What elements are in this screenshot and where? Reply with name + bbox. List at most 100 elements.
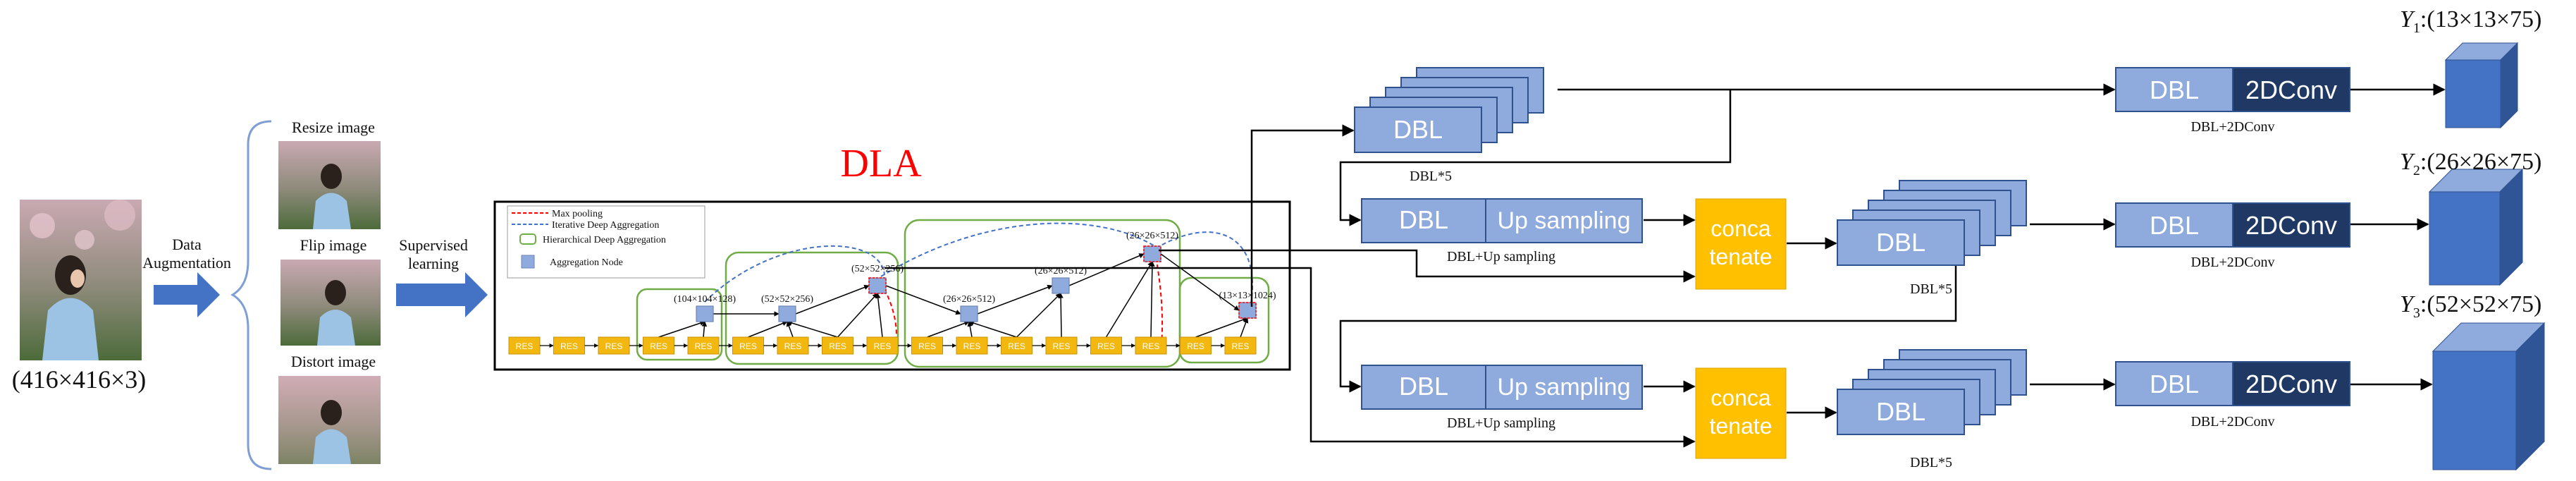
dbl5-caption: DBL*5 — [1910, 455, 1952, 470]
agg-chain-link — [885, 285, 961, 315]
agg-link — [1016, 293, 1061, 338]
res-block: RES — [1180, 336, 1212, 355]
legend-ida: Iterative Deep Aggregation — [552, 220, 659, 231]
dbl-conv-caption: DBL+2DConv — [2190, 119, 2274, 135]
res-block: RES — [1090, 336, 1122, 355]
res-label: RES — [1142, 341, 1160, 351]
aggregation-node-label: (104×104×128) — [674, 294, 736, 305]
output2-dims: :(26×26×75) — [2420, 149, 2541, 175]
dbl-conv-dbl-text: DBL — [2150, 75, 2199, 104]
output-cube-2 — [2428, 168, 2524, 286]
input-size-label: (416×416×3) — [12, 365, 147, 394]
res-block: RES — [732, 336, 764, 355]
res-block: RES — [1045, 336, 1078, 355]
distort-image-thumb — [278, 376, 381, 464]
agg-link — [787, 320, 838, 338]
dbl-conv-conv-text: 2DConv — [2245, 75, 2337, 104]
aggregation-node-label: (52×52×256) — [761, 294, 813, 305]
agg-link — [1105, 261, 1153, 338]
agg-link — [837, 293, 878, 338]
res-label: RES — [1097, 341, 1115, 351]
aggregation-nodes: (104×104×128) (52×52×256) (52×52×256) (26×2… — [674, 231, 1276, 322]
agg-link — [1240, 317, 1249, 338]
dbl-conv-caption: DBL+2DConv — [2190, 414, 2274, 430]
agg-chain-link — [1160, 253, 1240, 311]
concat-block-1: conca tenate — [1695, 198, 1787, 290]
dbl-conv-dbl-text: DBL — [2150, 370, 2199, 398]
output1-name: Y — [2400, 6, 2415, 32]
aggregation-node-label: (13×13×1024) — [1219, 291, 1276, 301]
res-block: RES — [508, 336, 541, 355]
concat1-line2: tenate — [1710, 244, 1773, 269]
aggregation-node: (52×52×256) — [851, 264, 904, 294]
input-photo — [20, 200, 142, 360]
dbl-up1-dbl-text: DBL — [1399, 205, 1448, 234]
output1-sub: 1 — [2413, 20, 2420, 36]
res-label: RES — [1187, 341, 1204, 351]
dla-to-dbl5-top-line — [1250, 124, 1355, 307]
flip-image-thumb — [281, 260, 381, 346]
dbl5-mid-to-up2-line — [1339, 243, 1957, 393]
res-label: RES — [1232, 341, 1250, 351]
res-block: RES — [822, 336, 853, 355]
dla-26-to-concat1-line — [1159, 249, 1696, 283]
dbl-up2-dbl-text: DBL — [1399, 372, 1448, 401]
aggregation-node-label: (26×26×512) — [1126, 231, 1178, 241]
distort-image-label: Distort image — [291, 353, 376, 370]
agg-link — [658, 320, 705, 338]
agg-link — [1150, 261, 1155, 338]
dbl5-top-to-up1-line — [1339, 90, 1732, 226]
aggregation-node: (26×26×512) — [1126, 231, 1178, 262]
legend-hda: Hierarchical Deep Aggregation — [543, 235, 666, 245]
output2-sub: 2 — [2413, 163, 2420, 178]
agg-chain-link — [977, 284, 1053, 315]
supervised-label-line2: learning — [408, 255, 459, 272]
res-block: RES — [956, 336, 988, 355]
output-label-3: Y3:(52×52×75) — [2400, 291, 2541, 321]
dbl-up1-up-text: Up sampling — [1498, 207, 1631, 234]
res-block: RES — [643, 336, 674, 355]
concat2-line2: tenate — [1710, 413, 1773, 439]
res-block: RES — [1135, 336, 1167, 355]
flip-image-label: Flip image — [300, 236, 367, 254]
supervised-label-line1: Supervised — [399, 236, 468, 254]
legend-agg-node: Aggregation Node — [550, 257, 623, 268]
res-label: RES — [695, 341, 713, 351]
dbl-up2-caption: DBL+Up sampling — [1447, 415, 1555, 431]
res-label: RES — [829, 341, 846, 351]
dbl-stack-front-text: DBL — [1876, 397, 1925, 426]
agg-chain-link — [1068, 253, 1145, 286]
ida-curve-2 — [880, 222, 1157, 277]
augmentation-brace — [230, 120, 272, 470]
res-label: RES — [874, 341, 892, 351]
aggregation-node: (26×26×512) — [943, 294, 995, 322]
dbl-up1-caption: DBL+Up sampling — [1447, 249, 1555, 264]
dbl-conv-caption: DBL+2DConv — [2190, 255, 2274, 270]
svg-text:Y1:(13×13×75): Y1:(13×13×75) — [2400, 6, 2541, 36]
input-to-augment-arrow — [154, 272, 220, 317]
aggregation-node-label: (26×26×512) — [943, 294, 995, 305]
dbl5-caption: DBL*5 — [1910, 281, 1952, 297]
dbl5-caption: DBL*5 — [1410, 169, 1452, 184]
res-block: RES — [866, 336, 899, 355]
res-block: RES — [598, 336, 630, 355]
dbl-up-block-1: DBL Up sampling — [1361, 198, 1643, 243]
output-cube-1 — [2444, 42, 2519, 129]
agg-link — [968, 320, 1017, 338]
agg-link — [748, 321, 788, 338]
head-connections — [885, 83, 2446, 448]
res-block: RES — [911, 336, 943, 355]
aggregation-node: (104×104×128) — [674, 294, 736, 322]
res-label: RES — [739, 341, 757, 351]
res-label: RES — [1053, 341, 1071, 351]
res-label: RES — [650, 341, 667, 351]
output3-dims: :(52×52×75) — [2420, 291, 2541, 317]
output-label-1: Y1:(13×13×75) — [2400, 6, 2541, 36]
output3-name: Y — [2400, 291, 2415, 317]
svg-text:Y3:(52×52×75): Y3:(52×52×75) — [2400, 291, 2541, 321]
